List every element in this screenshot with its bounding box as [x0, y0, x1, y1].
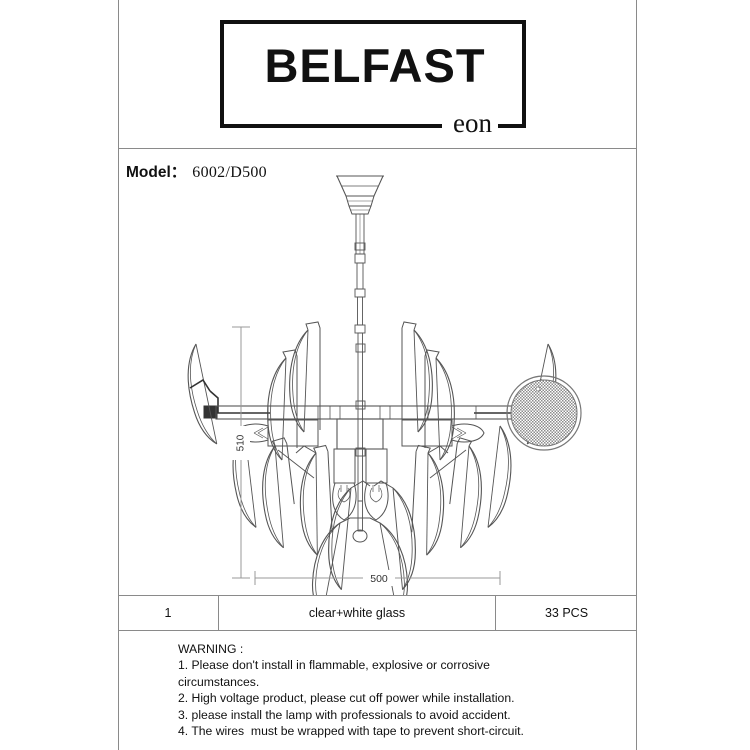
table-cell-material: clear+white glass	[218, 595, 496, 630]
width-dimension-label: 500	[370, 573, 388, 585]
logo-border-left	[220, 20, 224, 128]
model-label: Model：	[126, 164, 187, 181]
logo-border-top	[220, 20, 526, 24]
warning-line-1: 1. Please don't install in flammable, ex…	[178, 658, 490, 673]
frame-divider-table-bottom	[118, 630, 637, 631]
warning-title: WARNING :	[178, 642, 244, 656]
brand-logo: BELFAST eon	[220, 20, 526, 137]
warning-line-4: 3. please install the lamp with professi…	[178, 707, 511, 722]
spec-table-row: 1 clear+white glass 33 PCS	[118, 595, 637, 630]
logo-border-right	[522, 20, 526, 128]
chandelier-drawing-icon: 510 500	[118, 148, 637, 614]
frame-divider-table-top	[118, 595, 637, 596]
warning-block: WARNING : 1. Please don't install in fla…	[178, 641, 598, 739]
brand-subname: eon	[448, 110, 497, 137]
table-cell-pieces: 33 PCS	[544, 605, 589, 620]
model-value: 6002/D500	[192, 164, 267, 181]
warning-line-2: circumstances.	[178, 674, 260, 689]
logo-border-bottom-right	[498, 124, 526, 128]
glass-material-swatch-icon	[506, 375, 582, 451]
drawing-frame	[118, 0, 637, 750]
brand-name: BELFAST	[264, 39, 486, 92]
table-cell-quantity: 1	[164, 605, 172, 620]
logo-border-bottom-left	[220, 124, 442, 128]
warning-line-3: 2. High voltage product, please cut off …	[178, 691, 515, 706]
frame-divider-logo	[118, 148, 637, 149]
height-dimension-label: 510	[236, 434, 247, 451]
warning-line-5: 4. The wires must be wrapped with tape t…	[178, 724, 524, 739]
model-row: Model： 6002/D500	[126, 160, 267, 182]
